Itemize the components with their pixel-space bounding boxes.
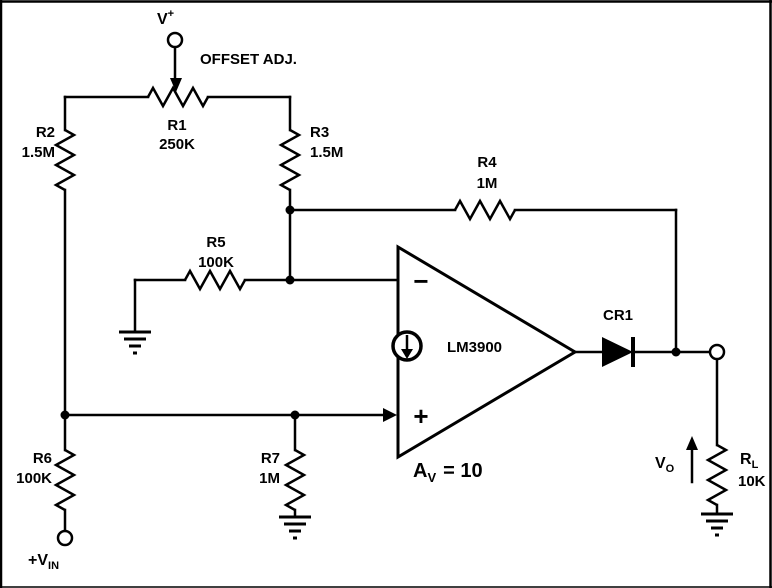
vout-arrow: [686, 436, 698, 484]
diode-label: CR1: [603, 307, 633, 324]
opamp-lm3900: [391, 244, 578, 460]
resistor-r3-body: [279, 128, 301, 192]
opamp-part-label: LM3900: [447, 339, 502, 356]
r7-value: 1M: [259, 470, 280, 487]
current-source-arrow-head: [401, 349, 413, 359]
junction-dots: [60, 205, 681, 420]
r1-value: 250K: [159, 136, 195, 153]
r4-name: R4: [477, 154, 497, 171]
r5-value: 100K: [198, 254, 234, 271]
vin-label: +VIN: [28, 552, 59, 572]
r7-name: R7: [261, 450, 280, 467]
junction-dot: [671, 347, 681, 357]
junction-dot: [285, 205, 295, 215]
junction-dot: [290, 410, 300, 420]
supply-label: V+: [157, 8, 174, 28]
ground-r5-icon: [117, 330, 153, 355]
opamp-inverting-sign: −: [413, 266, 428, 296]
diode-cr1: [602, 337, 635, 367]
resistors: [54, 86, 728, 512]
r1-name: R1: [167, 117, 186, 134]
resistor-r7-body: [284, 448, 306, 512]
terminals: [56, 31, 726, 547]
pot-wiper-arrow-icon: [170, 78, 182, 92]
gain-label: AV= 10: [413, 460, 483, 485]
vout-label: VO: [655, 455, 675, 475]
opamp-noninverting-sign: +: [413, 401, 428, 431]
resistor-r6-body: [54, 448, 76, 512]
wires: [63, 45, 719, 533]
ground-r7-icon: [277, 515, 313, 540]
resistor-r2-body: [54, 128, 76, 192]
r2-name: R2: [36, 124, 55, 141]
resistor-r1-pot-body: [146, 86, 210, 108]
r6-value: 100K: [16, 470, 52, 487]
labels: V+ OFFSET ADJ. R1 250K R2 1.5M R3 1.5M R…: [16, 8, 766, 572]
junction-dot: [60, 410, 70, 420]
r3-value: 1.5M: [310, 144, 343, 161]
r4-value: 1M: [477, 175, 498, 192]
rl-value: 10K: [738, 473, 766, 490]
r6-name: R6: [33, 450, 52, 467]
rl-name: RL: [740, 451, 759, 471]
vin-terminal: [56, 529, 74, 547]
diode-triangle: [602, 337, 633, 367]
junction-dot: [285, 275, 295, 285]
offset-adj-label: OFFSET ADJ.: [200, 51, 297, 68]
r3-name: R3: [310, 124, 329, 141]
resistor-r5-body: [183, 269, 247, 291]
resistor-r4-body: [453, 199, 517, 221]
output-terminal: [708, 343, 726, 361]
vout-arrow-head: [686, 436, 698, 450]
r2-value: 1.5M: [22, 144, 55, 161]
ground-rl-icon: [699, 512, 735, 537]
r5-name: R5: [206, 234, 225, 251]
input-arrow-icon: [383, 408, 397, 422]
resistor-rl-body: [706, 443, 728, 507]
supply-terminal: [166, 31, 184, 49]
